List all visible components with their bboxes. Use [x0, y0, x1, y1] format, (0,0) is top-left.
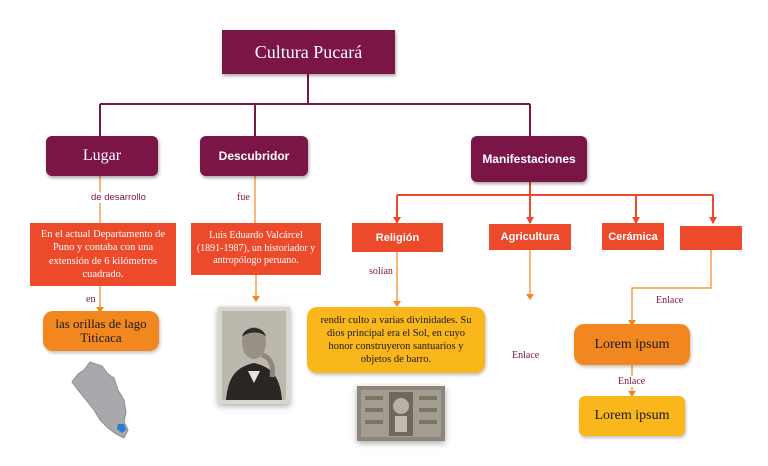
- religion-label: Religión: [375, 231, 420, 244]
- title-node: Cultura Pucará: [222, 30, 395, 74]
- lugar-node: Lugar: [46, 136, 158, 176]
- agricultura-label: Agricultura: [500, 231, 560, 243]
- manifestaciones-label: Manifestaciones: [482, 152, 576, 166]
- valcarcel-photo: [218, 307, 290, 404]
- religion-description-node: rendir culto a varias divinidades. Su di…: [307, 307, 485, 373]
- lorem-ipsum-text-2: Lorem ipsum: [594, 408, 670, 423]
- lugar-description-text: En el actual Departamento de Puno y cont…: [40, 229, 166, 280]
- descubridor-description-text: Luis Eduardo Valcárcel (1891-1987), un h…: [196, 230, 316, 267]
- agricultura-node: Agricultura: [489, 224, 571, 250]
- religion-description-text: rendir culto a varias divinidades. Su di…: [320, 314, 472, 366]
- ceramica-label: Cerámica: [608, 230, 658, 243]
- label-fue: fue: [236, 192, 251, 203]
- label-en: en: [85, 294, 97, 305]
- peru-map-image: [71, 361, 129, 439]
- stone-relief-image: [357, 386, 445, 441]
- label-enlace-agricultura: Enlace: [512, 350, 540, 361]
- lorem-ipsum-node-1: Lorem ipsum: [574, 324, 690, 365]
- label-enlace-right: Enlace: [656, 295, 684, 306]
- label-de-desarrollo: de desarrollo: [90, 192, 147, 203]
- lugar-description-node: En el actual Departamento de Puno y cont…: [30, 223, 176, 286]
- lorem-ipsum-node-2: Lorem ipsum: [579, 396, 685, 436]
- religion-node: Religión: [352, 223, 443, 252]
- manifestaciones-node: Manifestaciones: [471, 136, 587, 182]
- empty-node: [680, 226, 742, 250]
- orillas-text: las orillas de lago Titicaca: [55, 315, 147, 345]
- descubridor-label: Descubridor: [218, 149, 290, 163]
- ceramica-node: Cerámica: [602, 223, 664, 250]
- lorem-ipsum-text-1: Lorem ipsum: [594, 336, 670, 352]
- descubridor-description-node: Luis Eduardo Valcárcel (1891-1987), un h…: [191, 223, 321, 275]
- descubridor-node: Descubridor: [200, 136, 308, 176]
- lugar-label: Lugar: [82, 147, 122, 164]
- label-solian: solían: [368, 266, 394, 277]
- orillas-node: las orillas de lago Titicaca: [43, 311, 159, 351]
- title-text: Cultura Pucará: [254, 41, 363, 62]
- label-enlace-lorem: Enlace: [617, 376, 647, 387]
